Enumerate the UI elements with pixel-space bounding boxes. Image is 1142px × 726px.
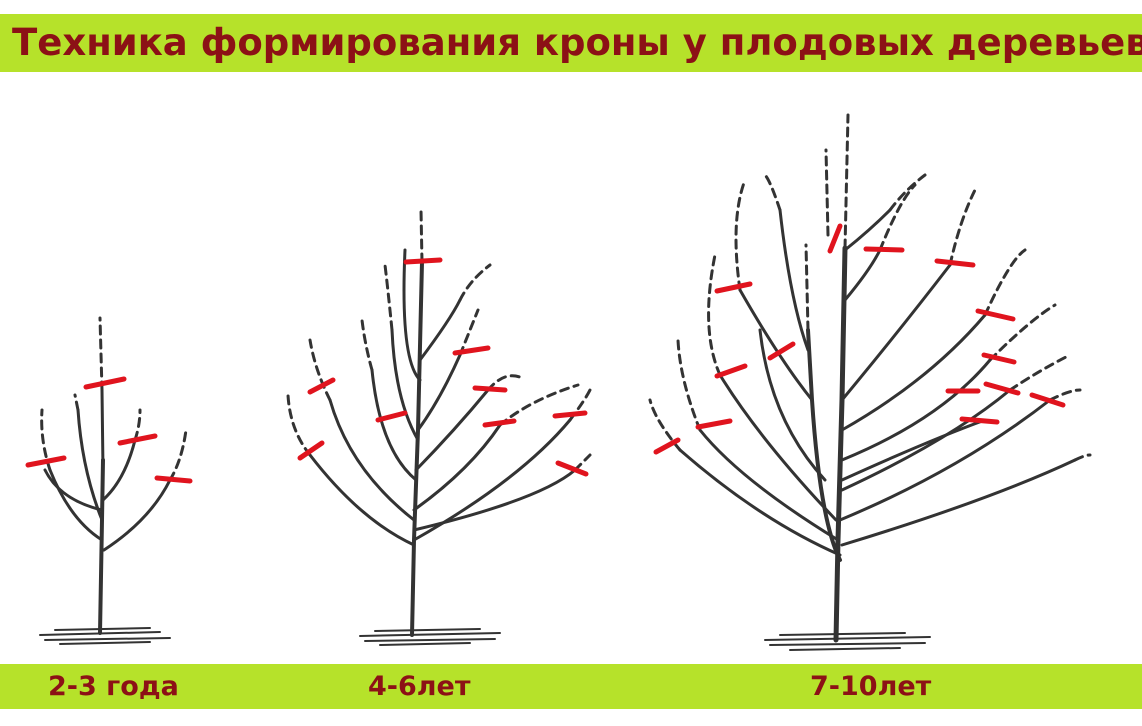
solid-branches — [678, 208, 1077, 557]
trunk — [410, 260, 424, 637]
dashed-growth — [286, 208, 592, 472]
ground-hatching — [359, 628, 501, 646]
tree-young — [25, 316, 193, 645]
tree-mature — [648, 113, 1092, 651]
pruning-cut-marks — [653, 223, 1066, 455]
age-labels-banner — [0, 664, 1142, 709]
age-label-mature: 7-10лет — [810, 671, 932, 702]
secondary-trunk — [806, 328, 842, 562]
solid-branches — [308, 248, 577, 547]
age-label-medium: 4-6лет — [368, 671, 471, 702]
age-label-young: 2-3 года — [48, 671, 179, 702]
dashed-growth — [648, 113, 1092, 462]
trunk — [98, 458, 105, 635]
title-banner — [0, 14, 1142, 72]
trunk — [833, 245, 848, 643]
ground-hatching — [764, 632, 931, 651]
page-title: Техника формирования кроны у плодовых де… — [12, 21, 1142, 64]
ground-hatching — [39, 627, 171, 645]
pruning-cut-marks — [25, 376, 193, 484]
pruning-cut-marks — [297, 257, 589, 477]
solid-branches — [43, 388, 172, 552]
tree-medium — [286, 208, 592, 646]
